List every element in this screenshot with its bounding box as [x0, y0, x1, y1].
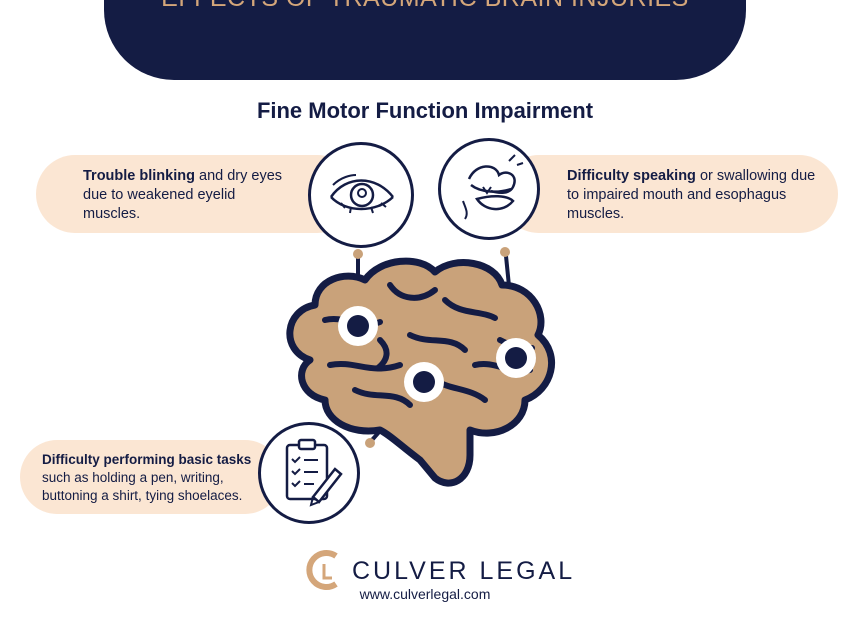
culver-legal-logo: [306, 548, 346, 597]
callout-tasks-rest: such as holding a pen, writing, buttonin…: [42, 470, 243, 503]
connector-mouth-dot: [500, 247, 510, 257]
callout-eyes-bold: Trouble blinking: [83, 168, 195, 184]
callout-tasks-text: Difficulty performing basic tasks such a…: [42, 451, 277, 505]
connector-eye-dot: [353, 249, 363, 259]
eye-icon: [308, 142, 414, 248]
callout-speech: Difficulty speaking or swallowing due to…: [500, 155, 838, 233]
callout-eyes: Trouble blinking and dry eyes due to wea…: [36, 155, 356, 233]
clipboard-checklist-icon: [258, 422, 360, 524]
page-title: EFFECTS OF TRAUMATIC BRAIN INJURIES: [104, 0, 746, 13]
brain-markers: [338, 306, 536, 402]
callout-speech-rest: or swallowing due to impaired mouth and …: [567, 168, 816, 222]
section-subtitle: Fine Motor Function Impairment: [256, 98, 594, 123]
callout-speech-bold: Difficulty speaking: [567, 168, 696, 184]
website-url[interactable]: www.culverlegal.com: [359, 586, 491, 602]
brand-name: CULVER LEGAL: [352, 557, 576, 585]
brain-icon: [286, 247, 556, 487]
callout-eyes-text: Trouble blinking and dry eyes due to wea…: [83, 167, 293, 224]
callout-speech-text: Difficulty speaking or swallowing due to…: [567, 167, 829, 224]
callout-tasks: Difficulty performing basic tasks such a…: [20, 440, 282, 514]
title-banner: EFFECTS OF TRAUMATIC BRAIN INJURIES: [104, 0, 746, 80]
callout-tasks-bold: Difficulty performing basic tasks: [42, 452, 252, 467]
connector-tasks-dot: [365, 438, 375, 448]
mouth-icon: [438, 138, 540, 240]
callout-eyes-rest: and dry eyes due to weakened eyelid musc…: [83, 168, 283, 222]
